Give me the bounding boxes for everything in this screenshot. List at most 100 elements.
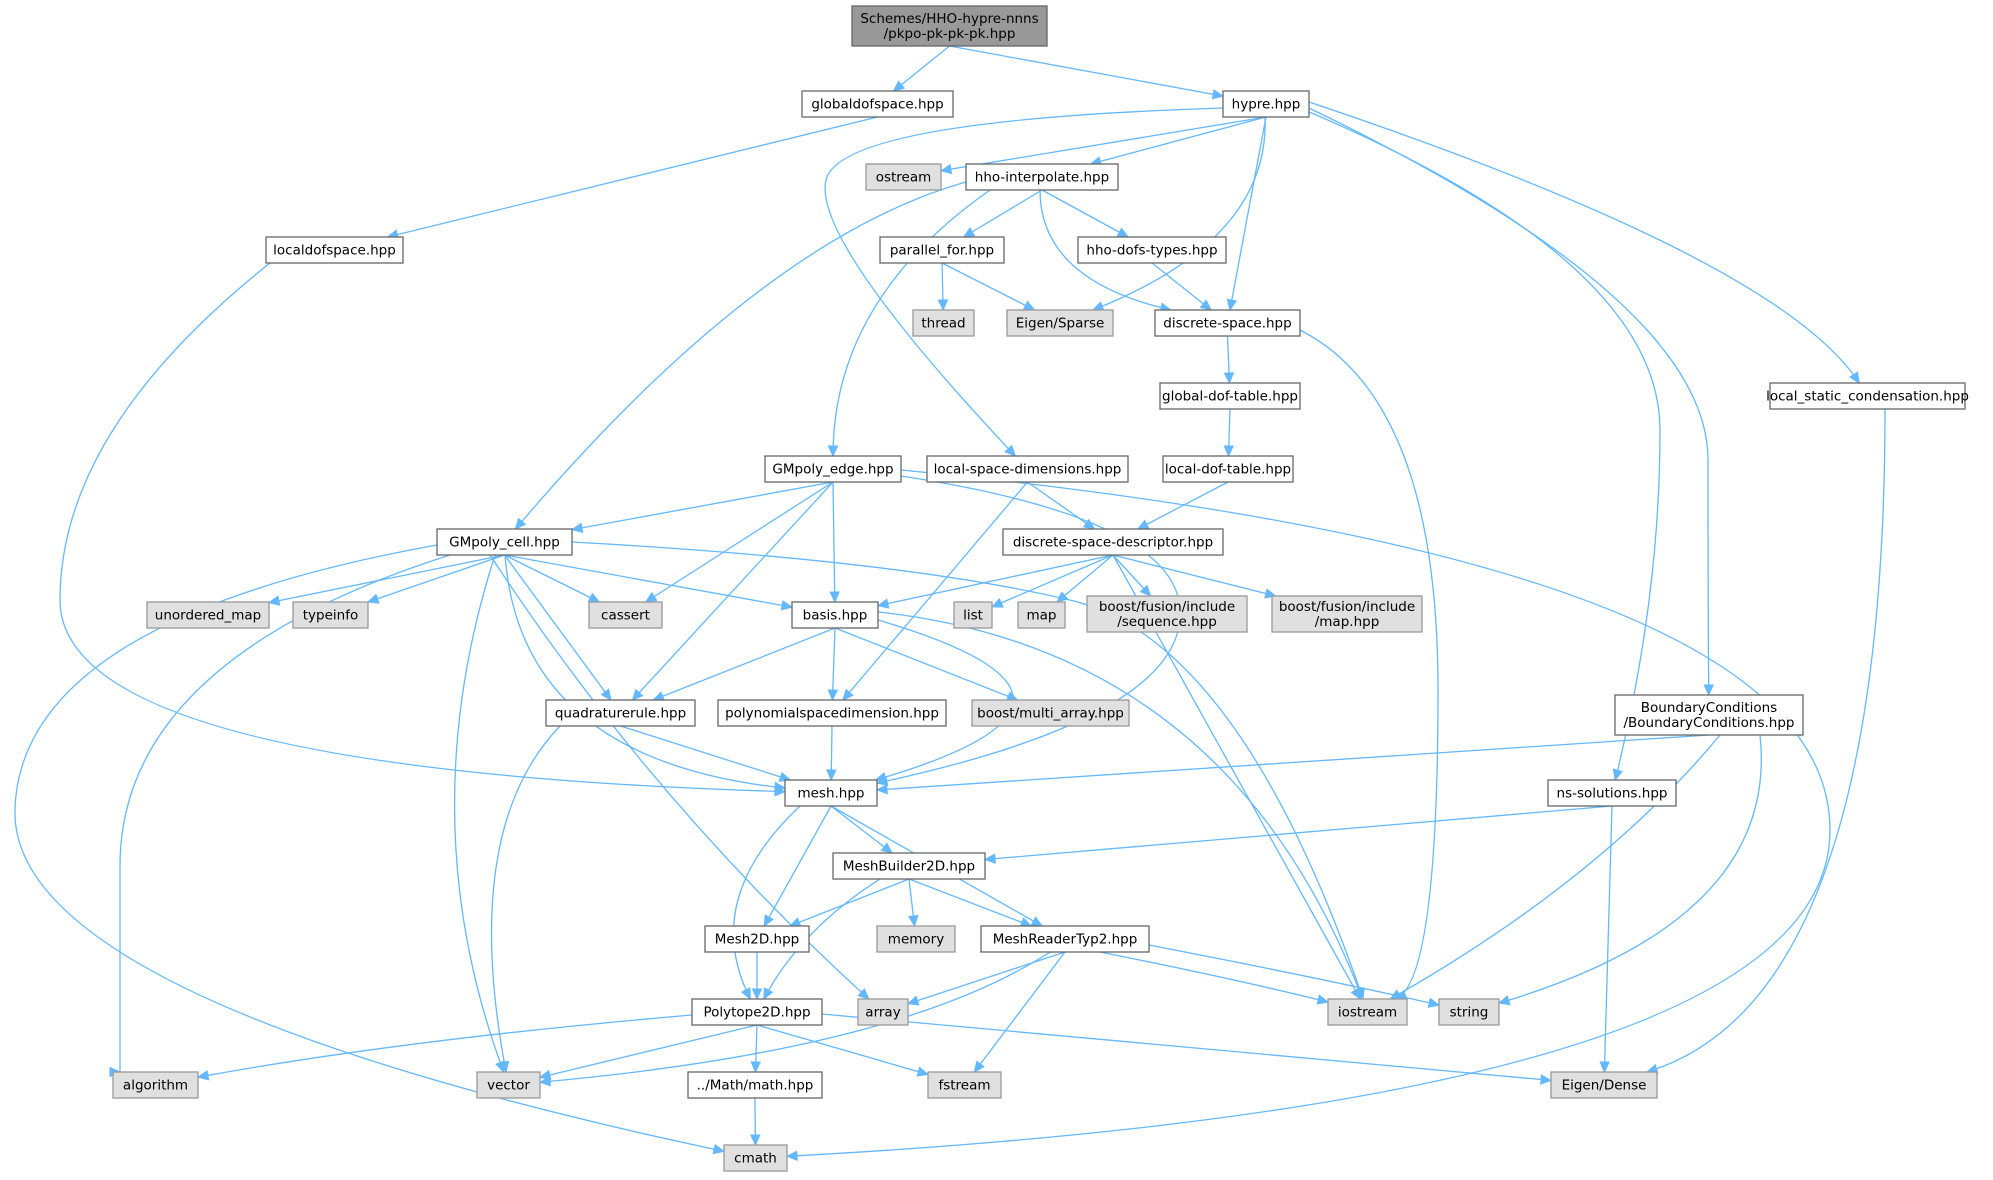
edge-gmpolycell-to-mesh xyxy=(504,554,787,793)
edge-line xyxy=(1498,734,1762,1004)
node-label: parallel_for.hpp xyxy=(890,243,994,259)
node-mesh2d[interactable]: Mesh2D.hpp xyxy=(704,925,810,953)
node-box xyxy=(1327,998,1408,1026)
node-globaldoftable[interactable]: global-dof-table.hpp xyxy=(1159,382,1301,410)
node-localdoftable[interactable]: local-dof-table.hpp xyxy=(1162,455,1294,483)
node-label: GMpoly_cell.hpp xyxy=(449,535,560,551)
edge-hypre-to-eigensparse xyxy=(1091,116,1266,312)
arrowhead-icon xyxy=(1223,372,1235,385)
node-localstatic[interactable]: local_static_condensation.hpp xyxy=(1766,382,1969,410)
node-hypre[interactable]: hypre.hpp xyxy=(1222,90,1310,118)
node-root[interactable]: Schemes/HHO-hypre-nnns/pkpo-pk-pk-pk.hpp xyxy=(851,5,1048,47)
edge-meshreader-to-fstream xyxy=(973,951,1066,1073)
edge-hhointerp-to-gmpolyedge xyxy=(827,189,991,458)
arrowhead-icon xyxy=(1091,301,1105,312)
edge-meshbuilder-to-meshreader xyxy=(908,878,1033,928)
edge-line xyxy=(1299,329,1439,1000)
node-label: cmath xyxy=(734,1151,777,1167)
edge-line xyxy=(571,541,1364,1000)
node-gmpolycell[interactable]: GMpoly_cell.hpp xyxy=(436,528,573,556)
edge-line xyxy=(941,262,1035,311)
node-localspacedim[interactable]: local-space-dimensions.hpp xyxy=(926,455,1129,483)
arrowhead-icon xyxy=(652,691,666,702)
node-label: Eigen/Sparse xyxy=(1016,316,1105,332)
node-box xyxy=(832,852,986,880)
arrowhead-icon xyxy=(644,591,658,603)
edge-localstatic-to-eigendense xyxy=(1645,408,1886,1075)
edge-line xyxy=(876,734,1710,791)
node-quadrule[interactable]: quadraturerule.hpp xyxy=(545,699,696,727)
arrowhead-icon xyxy=(842,688,854,701)
arrowhead-icon xyxy=(1211,89,1225,100)
edge-nssolutions-to-meshbuilder xyxy=(983,805,1613,864)
node-box xyxy=(857,998,909,1026)
arrowhead-icon xyxy=(827,689,839,702)
edge-gmpolycell-to-basis xyxy=(504,554,794,611)
edge-dsdescriptor-to-bfseq xyxy=(1112,554,1152,597)
node-box xyxy=(912,309,975,337)
node-basis[interactable]: basis.hpp xyxy=(791,601,879,629)
edge-line xyxy=(832,481,836,603)
arrowhead-icon xyxy=(763,987,774,1001)
node-parallelfor[interactable]: parallel_for.hpp xyxy=(879,236,1005,264)
edge-line xyxy=(763,878,881,1000)
node-dsdescriptor[interactable]: discrete-space-descriptor.hpp xyxy=(1002,528,1224,556)
edge-line xyxy=(504,554,600,603)
edge-polyspacedim-to-mesh xyxy=(826,725,837,782)
node-label: local_static_condensation.hpp xyxy=(1766,389,1969,405)
node-globaldofspace[interactable]: globaldofspace.hpp xyxy=(801,90,954,118)
node-unorderedmap: unordered_map xyxy=(146,601,270,629)
node-meshreader[interactable]: MeshReaderTyp2.hpp xyxy=(980,925,1150,953)
edge-mesh-to-mesh2d xyxy=(763,805,832,928)
node-box xyxy=(1438,998,1500,1026)
node-box xyxy=(1162,455,1294,483)
edge-bcond-to-iostream xyxy=(1389,734,1721,1000)
node-box xyxy=(965,163,1119,191)
node-label: Mesh2D.hpp xyxy=(715,932,800,948)
arrowhead-icon xyxy=(763,914,774,928)
arrowhead-icon xyxy=(962,227,976,238)
edge-line xyxy=(842,481,1028,701)
node-polytope[interactable]: Polytope2D.hpp xyxy=(691,998,823,1026)
node-mesh[interactable]: mesh.hpp xyxy=(784,779,878,807)
node-box xyxy=(687,1071,823,1099)
edge-hhodofstypes-to-discretespace xyxy=(1151,262,1213,311)
arrowhead-icon xyxy=(570,522,584,533)
arrowhead-icon xyxy=(906,995,920,1006)
node-string: string xyxy=(1438,998,1500,1026)
node-localdofspace[interactable]: localdofspace.hpp xyxy=(265,236,404,264)
arrowhead-icon xyxy=(1540,1074,1553,1085)
node-label: local-space-dimensions.hpp xyxy=(934,462,1122,478)
node-nssolutions[interactable]: ns-solutions.hpp xyxy=(1547,779,1677,807)
edge-line xyxy=(991,554,1114,608)
arrowhead-icon xyxy=(750,1061,762,1074)
edge-line xyxy=(786,469,1831,1157)
edge-root-to-hypre xyxy=(949,45,1225,100)
node-discretespace[interactable]: discrete-space.hpp xyxy=(1154,309,1301,337)
node-label: /map.hpp xyxy=(1315,614,1380,630)
node-label: Polytope2D.hpp xyxy=(703,1005,810,1021)
edge-line xyxy=(1039,189,1171,311)
node-bcond[interactable]: BoundaryConditions/BoundaryConditions.hp… xyxy=(1614,694,1804,736)
edge-line xyxy=(14,544,725,1152)
node-box xyxy=(146,601,270,629)
node-hhodofstypes[interactable]: hho-dofs-types.hpp xyxy=(1077,236,1227,264)
node-meshbuilder[interactable]: MeshBuilder2D.hpp xyxy=(832,852,986,880)
node-polyspacedim[interactable]: polynomialspacedimension.hpp xyxy=(717,699,947,727)
edge-line xyxy=(571,481,834,531)
node-mathhpp[interactable]: ../Math/math.hpp xyxy=(687,1071,823,1099)
node-box xyxy=(1222,90,1310,118)
edge-gmpolyedge-to-quadrule xyxy=(631,481,834,701)
edge-line xyxy=(1056,554,1114,603)
node-label: memory xyxy=(888,932,944,948)
edge-line xyxy=(504,554,786,789)
edge-line xyxy=(119,554,451,1072)
node-box xyxy=(1086,595,1248,633)
node-hhointerp[interactable]: hho-interpolate.hpp xyxy=(965,163,1119,191)
arrowhead-icon xyxy=(857,988,870,1000)
node-gmpolyedge[interactable]: GMpoly_edge.hpp xyxy=(764,455,902,483)
node-box xyxy=(926,455,1129,483)
edge-line xyxy=(824,107,1224,457)
edge-gmpolycell-to-quadrule xyxy=(503,554,612,701)
